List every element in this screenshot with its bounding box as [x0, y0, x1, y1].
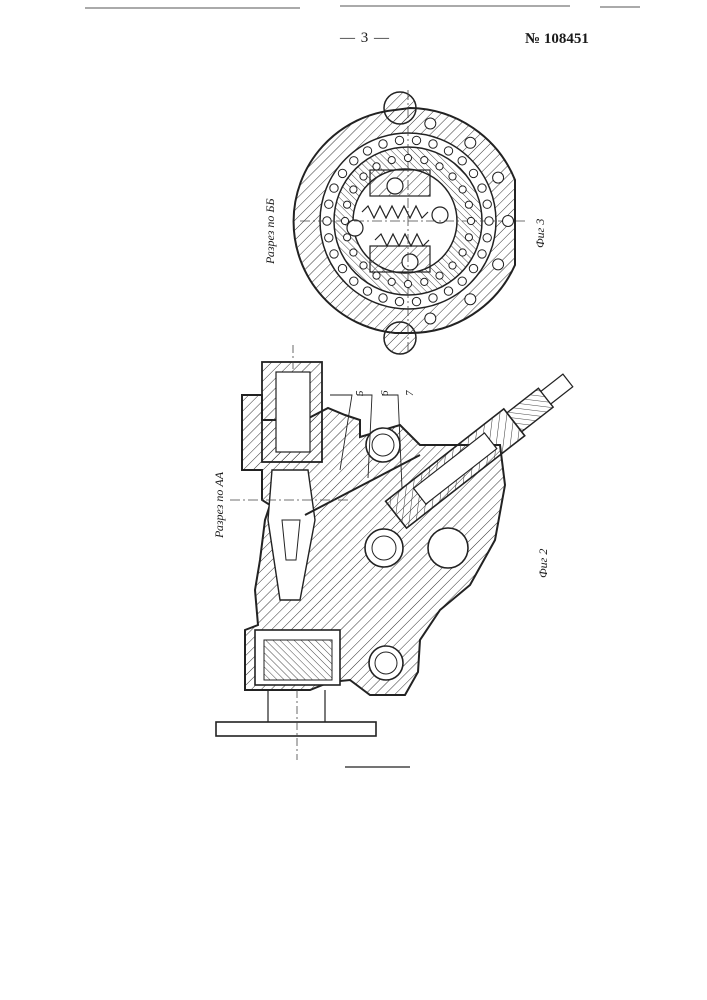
callout-5: 5 — [354, 391, 366, 397]
ball-bearing — [503, 216, 514, 227]
ball-bearing — [429, 294, 437, 302]
ball-bearing — [469, 264, 477, 272]
ball-bearing — [379, 294, 387, 302]
callout-7: 7 — [404, 391, 416, 397]
ball-bearing — [425, 118, 436, 129]
ball-bearing — [325, 200, 333, 208]
ball-bearing — [465, 201, 472, 208]
ball-bearing — [395, 136, 403, 144]
ball-bearing — [458, 277, 466, 285]
ball-bearing — [344, 234, 351, 241]
ball-bearing — [363, 287, 371, 295]
ball-bearing — [421, 157, 428, 164]
ball-bearing — [323, 217, 331, 225]
ball-bearing — [493, 259, 504, 270]
ball-bearing — [350, 186, 357, 193]
ball-bearing — [363, 147, 371, 155]
ball-bearing — [412, 136, 420, 144]
ball-bearing — [395, 297, 403, 305]
callout-6: 6 — [379, 391, 391, 397]
figure-2-drawing — [216, 345, 578, 760]
ball-bearing — [388, 157, 395, 164]
ball-bearing — [360, 262, 367, 269]
ball-bearing — [350, 157, 358, 165]
ball-bearing — [483, 200, 491, 208]
ball-bearing — [478, 184, 486, 192]
ball-bearing — [379, 140, 387, 148]
ball-bearing — [467, 217, 474, 224]
ball-bearing — [425, 313, 436, 324]
fig3-section-label: Разрез по ББ — [263, 198, 278, 264]
ball-bearing — [465, 294, 476, 305]
ball-bearing — [325, 234, 333, 242]
ball-bearing — [465, 137, 476, 148]
ball-bearing — [459, 186, 466, 193]
ball-bearing — [449, 262, 456, 269]
top-rule — [85, 6, 640, 8]
ball-bearing — [350, 277, 358, 285]
ball-bearing — [421, 278, 428, 285]
ball-bearing — [485, 217, 493, 225]
ball-bearing — [388, 278, 395, 285]
ball-bearing — [360, 173, 367, 180]
ball-bearing — [373, 272, 380, 279]
fig3-caption: Фиг 3 — [533, 219, 548, 248]
ball-bearing — [344, 201, 351, 208]
ball-bearing — [493, 172, 504, 183]
ball-bearing — [458, 157, 466, 165]
ball-bearing — [436, 163, 443, 170]
ball-bearing — [338, 264, 346, 272]
ball-bearing — [330, 250, 338, 258]
ball-bearing — [444, 287, 452, 295]
figure-3-drawing — [294, 90, 525, 354]
ball-bearing — [444, 147, 452, 155]
ball-bearing — [465, 234, 472, 241]
ball-bearing — [330, 184, 338, 192]
ball-bearing — [459, 249, 466, 256]
ball-bearing — [404, 280, 411, 287]
ball-bearing — [429, 140, 437, 148]
ball-bearing — [436, 272, 443, 279]
ball-bearing — [469, 169, 477, 177]
ball-bearing — [373, 163, 380, 170]
fig2-section-label: Разрез по АА — [212, 472, 227, 538]
ball-bearing — [412, 297, 420, 305]
ball-bearing — [338, 169, 346, 177]
ball-bearing — [478, 250, 486, 258]
ball-bearing — [404, 154, 411, 161]
ball-bearing — [449, 173, 456, 180]
fig2-caption: Фиг 2 — [536, 549, 551, 578]
ball-bearing — [483, 234, 491, 242]
ball-bearing — [350, 249, 357, 256]
ball-bearing — [341, 217, 348, 224]
